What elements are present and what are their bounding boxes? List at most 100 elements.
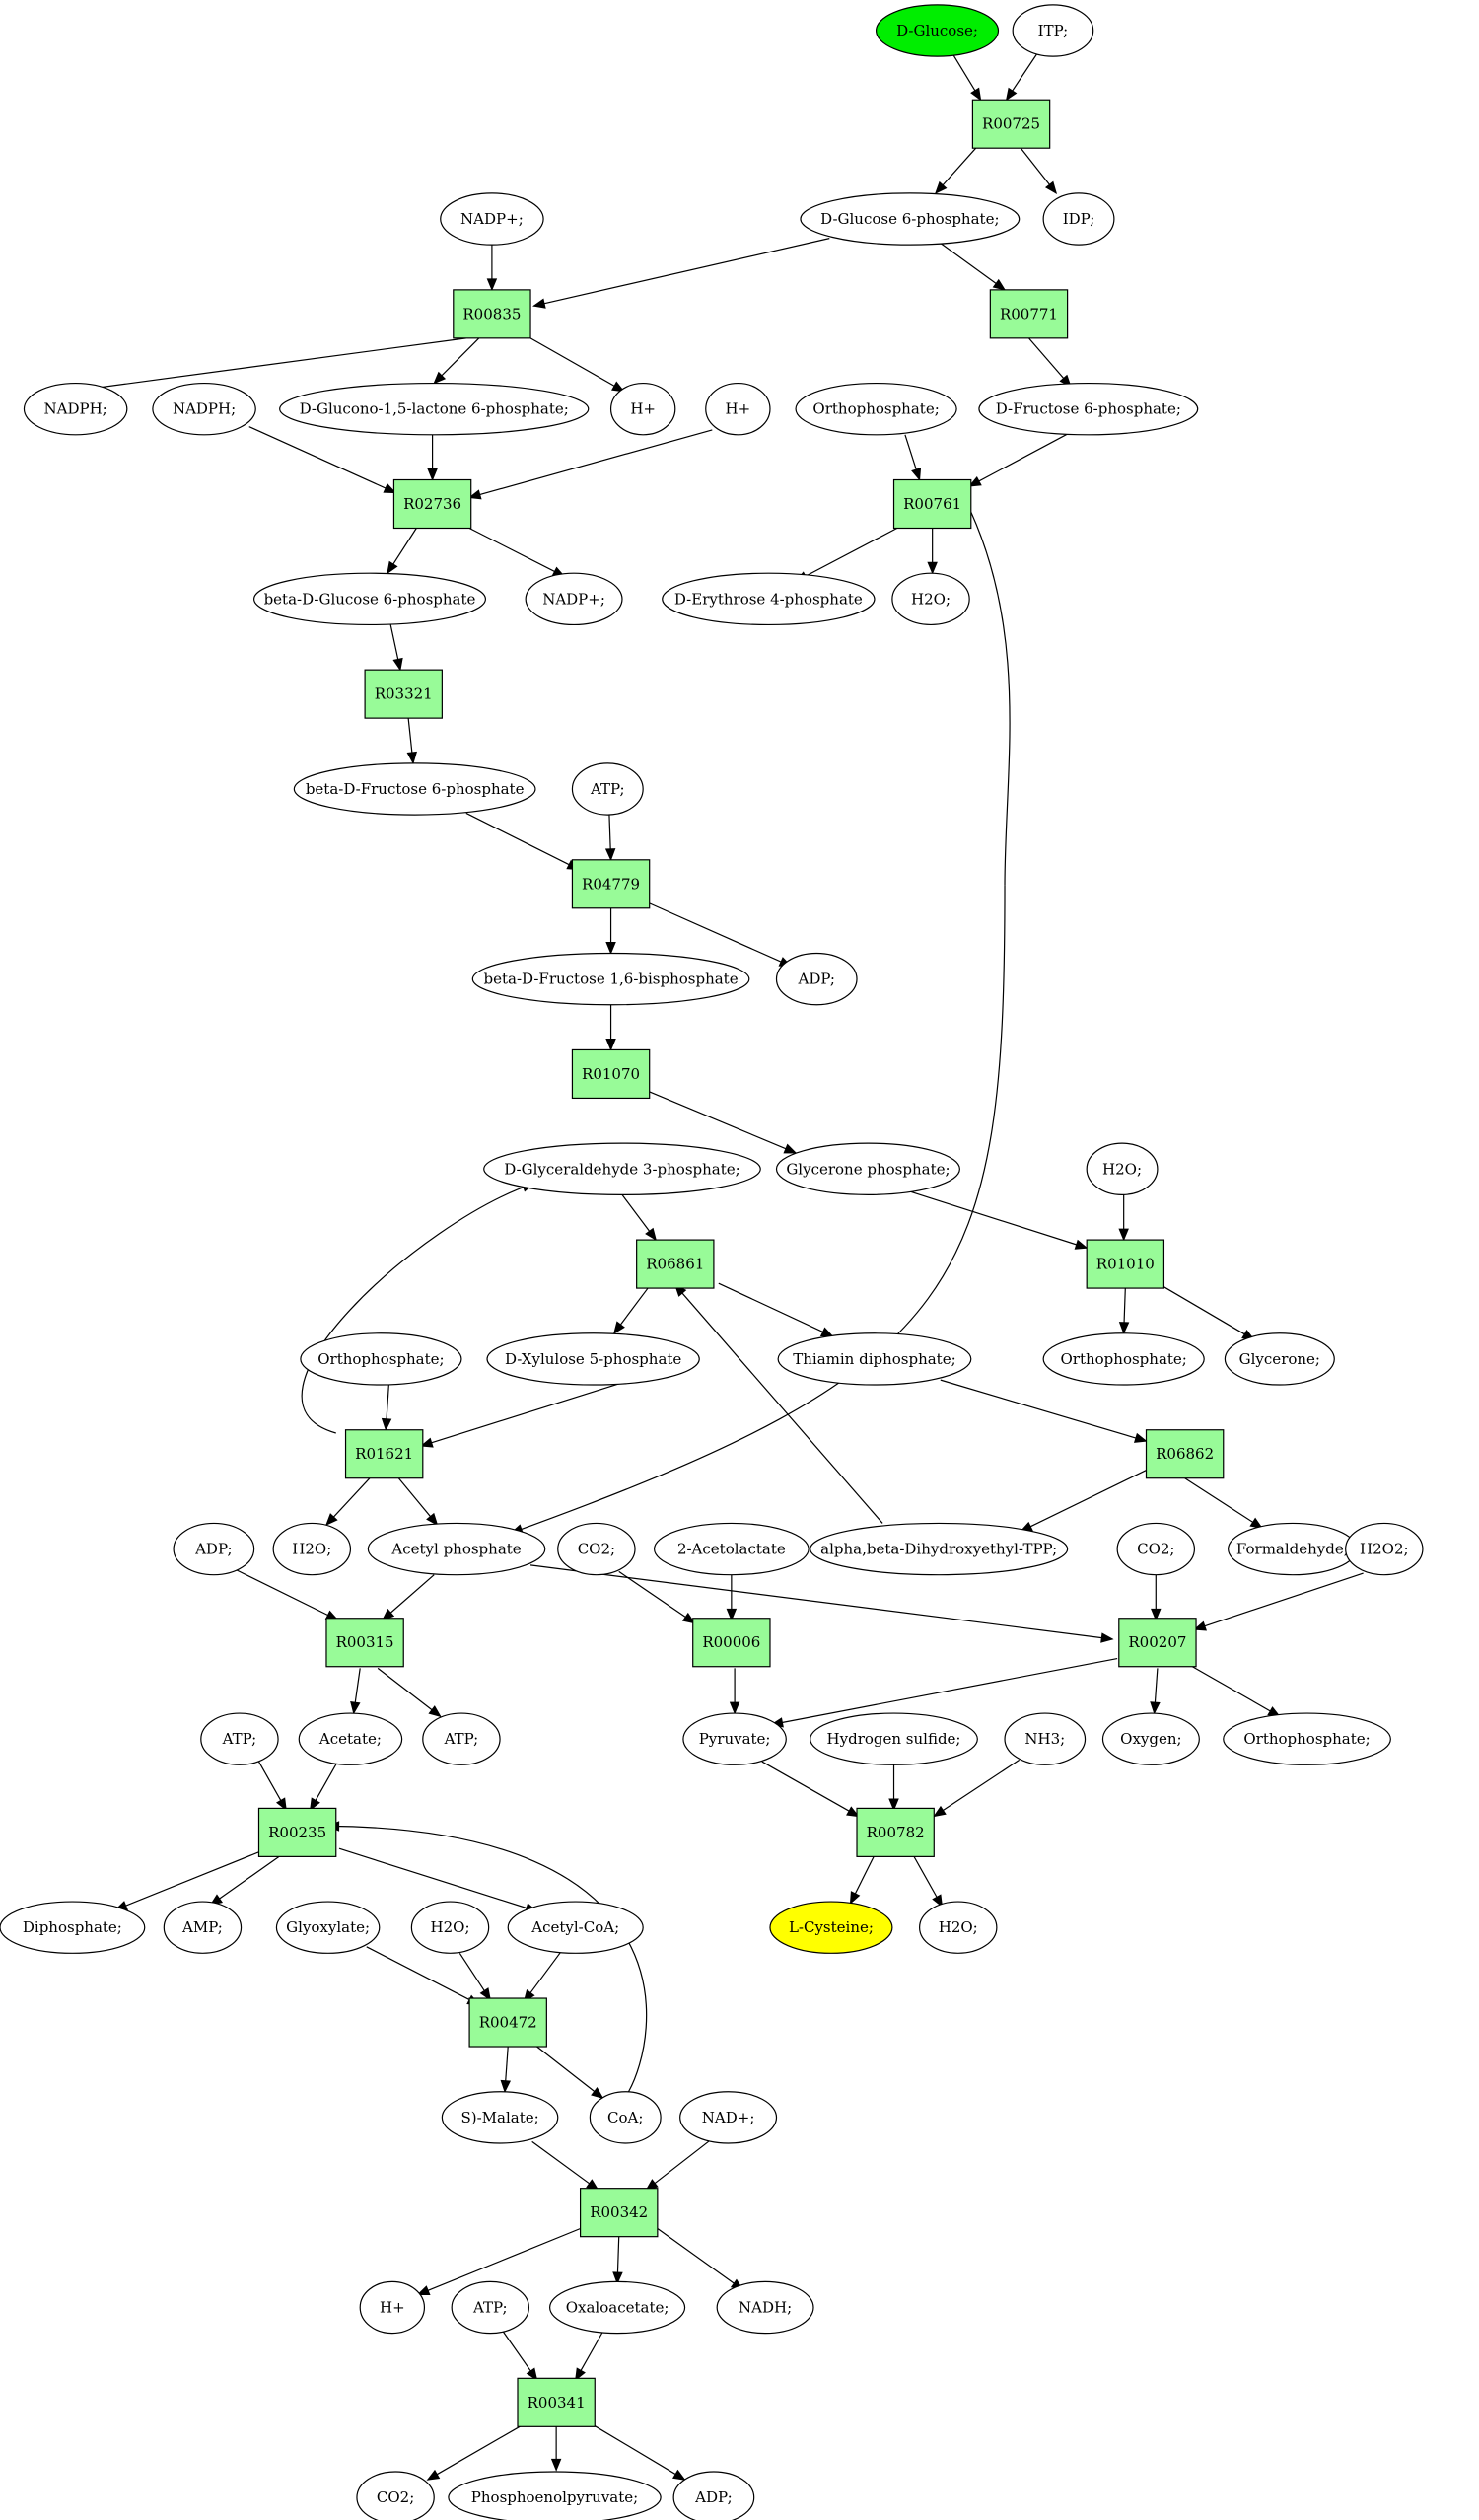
edge	[406, 718, 418, 765]
compound-label: Orthophosphate;	[1061, 1350, 1187, 1368]
reaction-box	[364, 669, 443, 719]
edge-line	[968, 432, 1070, 487]
edge	[325, 1477, 371, 1527]
reaction-node: R06861	[636, 1239, 715, 1289]
arrowhead	[550, 2458, 562, 2472]
compound-ellipse	[679, 2091, 778, 2144]
reaction-label: R00342	[590, 2203, 648, 2221]
edge	[502, 2331, 538, 2382]
edge-line	[236, 1569, 338, 1620]
edge	[1150, 1668, 1161, 1715]
compound-ellipse	[23, 382, 128, 436]
reaction-label: R00341	[528, 2394, 586, 2412]
reaction-node: R01070	[571, 1048, 651, 1100]
arrowhead	[967, 476, 982, 487]
compound-label: NADPH;	[173, 400, 236, 418]
compound-label: D-Glucono-1,5-lactone 6-phosphate;	[300, 400, 569, 418]
compound-node: Orthophosphate;	[1042, 1332, 1205, 1386]
compound-ellipse	[200, 1712, 279, 1765]
reaction-node: R00771	[989, 289, 1069, 339]
edge	[657, 2228, 744, 2291]
arrowhead	[605, 1038, 616, 1051]
compound-ellipse	[441, 2091, 559, 2144]
compound-label: NADP+;	[460, 210, 524, 228]
compound-label: Phosphoenolpyruvate;	[471, 2488, 638, 2506]
arrowhead	[1151, 1608, 1162, 1621]
compound-node: H2O2;	[1345, 1522, 1424, 1576]
compound-node: L-Cysteine;	[769, 1901, 893, 1954]
arrowhead	[433, 371, 447, 385]
compound-node: Acetyl phosphate	[367, 1522, 546, 1576]
edge-line	[70, 337, 466, 393]
compound-ellipse	[1012, 4, 1094, 57]
edge-line	[718, 1282, 833, 1337]
reaction-label: R00725	[982, 115, 1040, 133]
reaction-node: R00342	[579, 2188, 659, 2238]
edge-line	[529, 1564, 1113, 1640]
compound-ellipse	[891, 572, 970, 626]
compound-node: H2O;	[1086, 1142, 1159, 1195]
compound-ellipse	[1116, 1522, 1196, 1576]
edge-line	[1189, 1664, 1281, 1717]
reaction-box	[453, 289, 531, 339]
reaction-label: R02736	[403, 495, 461, 513]
compound-label: ADP;	[798, 971, 835, 988]
edge	[529, 337, 625, 393]
edge-line	[248, 426, 396, 494]
compound-label: NADP+;	[542, 590, 605, 608]
edge-line	[533, 238, 830, 307]
edge	[523, 1951, 562, 2003]
compound-ellipse	[410, 1901, 490, 1954]
compound-label: Acetyl-CoA;	[530, 1918, 619, 1936]
compound-node: Oxygen;	[1101, 1712, 1200, 1765]
edge-line	[115, 1849, 264, 1910]
reaction-box	[989, 289, 1069, 339]
edge-curve	[511, 885, 1006, 1534]
edge	[416, 2227, 581, 2295]
edge	[377, 1667, 442, 1718]
compound-label: ATP;	[444, 1730, 479, 1748]
edge-line	[940, 243, 1006, 291]
compound-ellipse	[978, 382, 1199, 436]
compound-label: D-Erythrose 4-phosphate	[674, 590, 863, 608]
reaction-label: R00235	[268, 1824, 326, 1841]
reaction-box	[468, 1997, 547, 2048]
compound-ellipse	[275, 1901, 381, 1954]
compound-node: ATP;	[571, 762, 644, 816]
compound-ellipse	[609, 382, 676, 436]
compound-node: H2O;	[919, 1901, 998, 1954]
edge-line	[1194, 1572, 1364, 1630]
edge	[952, 54, 982, 102]
compound-node: NADPH;	[152, 382, 256, 436]
reaction-node: R00341	[517, 2377, 596, 2427]
edge	[500, 2046, 512, 2094]
edge-line	[618, 1570, 695, 1624]
reaction-node: R00835	[453, 289, 531, 339]
edge	[397, 1477, 439, 1527]
compound-ellipse	[716, 2280, 814, 2335]
edge-line	[338, 1847, 537, 1912]
arrowhead	[1100, 1632, 1114, 1643]
compound-label: Acetate;	[318, 1730, 382, 1748]
compound-ellipse	[163, 1901, 243, 1954]
edge	[967, 432, 1070, 487]
arrowhead	[935, 180, 948, 194]
compound-node: S)-Malate;	[441, 2091, 559, 2144]
edge-line	[382, 1574, 435, 1620]
arrowhead	[1074, 1239, 1089, 1250]
reaction-label: R01070	[582, 1065, 640, 1083]
edge-line	[1021, 1470, 1147, 1533]
arrowhead	[783, 1143, 798, 1154]
reaction-node: R00782	[856, 1807, 935, 1857]
compound-node: Acetyl-CoA;	[507, 1901, 644, 1954]
compound-node: H2O;	[272, 1522, 352, 1576]
edge	[605, 907, 616, 955]
arrowhead	[426, 2469, 441, 2481]
reaction-label: R04779	[582, 875, 640, 893]
edge	[467, 429, 713, 500]
compound-label: Oxygen;	[1120, 1730, 1181, 1748]
edge	[761, 1761, 860, 1818]
arrowhead	[416, 2285, 431, 2295]
compound-node: Orthophosphate;	[795, 382, 957, 436]
arrowhead	[932, 1894, 944, 1908]
